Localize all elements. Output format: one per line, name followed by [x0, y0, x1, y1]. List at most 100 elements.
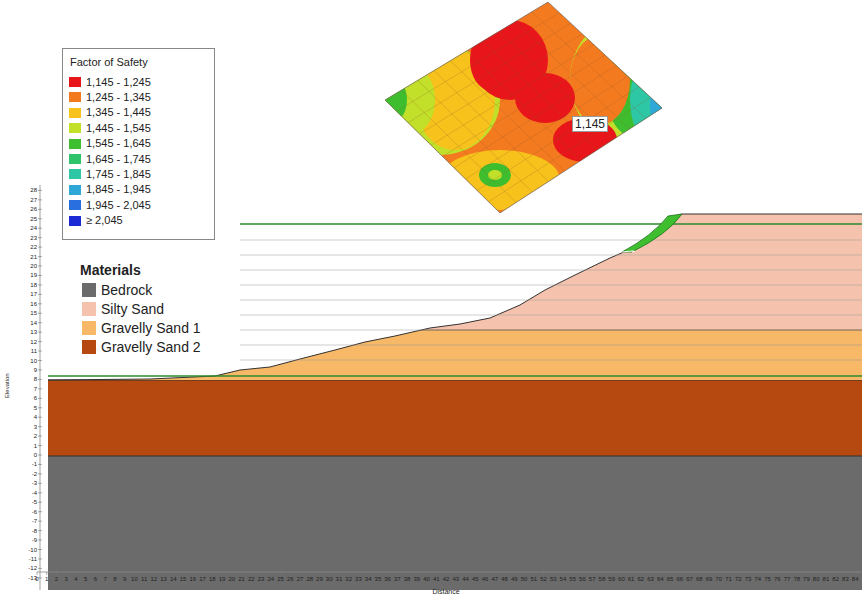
guide-line: [38, 379, 42, 380]
guide-line: [485, 572, 486, 575]
guide-line: [572, 572, 573, 575]
tick-label: 24: [30, 225, 37, 231]
guide-line: [786, 572, 787, 575]
guide-line: [728, 572, 729, 575]
guide-line: [38, 549, 42, 550]
guide-line: [134, 572, 135, 575]
guide-line: [38, 388, 42, 389]
guide-line: [163, 572, 164, 575]
tick-label: 16: [30, 301, 37, 307]
legend-swatch: [69, 216, 81, 226]
guide-line: [689, 572, 690, 575]
guide-line: [358, 572, 359, 575]
guide-line: [38, 473, 42, 474]
guide-line: [38, 313, 42, 314]
guide-line: [407, 572, 408, 575]
guide-line: [38, 199, 42, 200]
legend-entry: ≥ 2,045: [86, 215, 123, 226]
guide-line: [38, 218, 42, 219]
guide-line: [455, 572, 456, 575]
tick-label: 84: [852, 576, 859, 582]
tick-label: 21: [30, 254, 37, 260]
guide-line: [38, 558, 42, 559]
tick-label: 65: [667, 576, 674, 582]
guide-line: [38, 247, 42, 248]
legend-entry: Gravelly Sand 2: [101, 340, 201, 354]
tick-label: 37: [394, 576, 401, 582]
guide-line: [75, 572, 76, 575]
tick-label: 56: [579, 576, 586, 582]
guide-line: [825, 572, 826, 575]
guide-line: [251, 572, 252, 575]
guide-line: [699, 572, 700, 575]
tick-label: 0: [34, 452, 37, 458]
tick-label: -6: [32, 509, 37, 515]
guide-line: [718, 572, 719, 575]
guide-line: [499, 31, 613, 139]
guide-line: [709, 572, 710, 575]
tick-label: 22: [30, 244, 37, 250]
guide-line: [660, 572, 661, 575]
guide-line: [38, 303, 42, 304]
guide-line: [95, 572, 96, 575]
guide-line: [38, 294, 42, 295]
tick-label: 64: [657, 576, 664, 582]
tick-label: 46: [482, 576, 489, 582]
tick-label: 17: [30, 291, 37, 297]
guide-line: [240, 330, 862, 331]
tick-label: 30: [326, 576, 333, 582]
tick-label: 17: [199, 576, 206, 582]
guide-line: [38, 237, 42, 238]
tick-label: -5: [32, 499, 37, 505]
tick-label: 35: [375, 576, 382, 582]
tick-label: 14: [170, 576, 177, 582]
legend-title: Materials: [80, 263, 141, 277]
tick-label: 6: [34, 395, 37, 401]
legend-entry: Silty Sand: [101, 302, 164, 316]
guide-line: [640, 572, 641, 575]
tick-label: 76: [774, 576, 781, 582]
tick-label: -4: [32, 490, 37, 496]
guide-line: [796, 572, 797, 575]
tick-label: 67: [686, 576, 693, 582]
tick-label: 7: [34, 386, 37, 392]
guide-line: [621, 572, 622, 575]
tick-label: 69: [706, 576, 713, 582]
legend-entry: 1,145 - 1,245: [86, 77, 151, 88]
guide-line: [650, 572, 651, 575]
legend-swatch: [69, 154, 81, 164]
guide-line: [387, 572, 388, 575]
tick-label: 82: [832, 576, 839, 582]
fos-contour-grid: [380, 0, 682, 220]
guide-line: [38, 511, 42, 512]
tick-label: 32: [345, 576, 352, 582]
guide-line: [105, 572, 106, 575]
legend-entry: 1,945 - 2,045: [86, 200, 151, 211]
tick-label: 50: [521, 576, 528, 582]
legend-swatch: [69, 108, 81, 118]
min-fos-label: 1,145: [572, 116, 608, 132]
guide-line: [173, 572, 174, 575]
guide-line: [514, 572, 515, 575]
tick-label: 16: [189, 576, 196, 582]
tick-label: 77: [784, 576, 791, 582]
tick-label: 45: [472, 576, 479, 582]
tick-label: 15: [180, 576, 187, 582]
tick-label: 47: [491, 576, 498, 582]
tick-label: 41: [433, 576, 440, 582]
guide-line: [368, 572, 369, 575]
guide-line: [767, 572, 768, 575]
tick-label: 70: [715, 576, 722, 582]
tick-label: 28: [30, 187, 37, 193]
guide-line: [183, 572, 184, 575]
slip-surface: [622, 214, 682, 252]
tick-label: 52: [540, 576, 547, 582]
tick-label: 11: [141, 576, 147, 582]
guide-line: [436, 572, 437, 575]
guide-line: [38, 426, 42, 427]
legend-swatch: [69, 139, 81, 149]
tick-label: 39: [414, 576, 421, 582]
gravelly-sand-2-layer: [48, 380, 862, 456]
guide-line: [38, 369, 42, 370]
tick-label: 42: [443, 576, 450, 582]
